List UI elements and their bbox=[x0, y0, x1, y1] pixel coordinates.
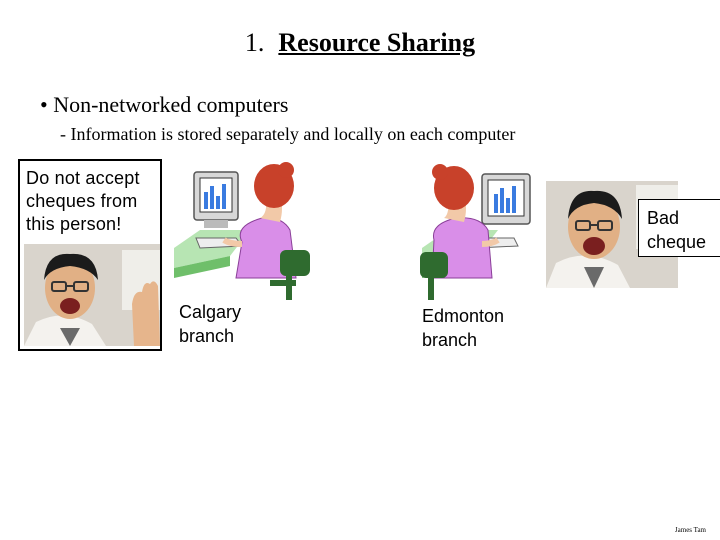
sub-bullet-information: - Information is stored separately and l… bbox=[60, 124, 516, 144]
bad-cheque-line: cheque bbox=[647, 232, 707, 252]
calgary-branch-label: Calgary branch bbox=[179, 300, 241, 348]
slide-title: 1. Resource Sharing bbox=[0, 28, 720, 58]
title-text: Resource Sharing bbox=[278, 28, 476, 57]
bad-cheque-line: Bad bbox=[647, 208, 680, 228]
calgary-line: Calgary bbox=[179, 302, 242, 322]
warning-text: Do not accept cheques from this person! bbox=[26, 167, 140, 236]
title-number: 1. bbox=[244, 28, 265, 57]
edmonton-line: Edmonton bbox=[422, 306, 505, 326]
warning-line: Do not accept bbox=[26, 168, 140, 188]
warning-line: this person! bbox=[26, 214, 122, 234]
bullet-non-networked: • Non-networked computers bbox=[40, 92, 289, 117]
edmonton-branch-label: Edmonton branch bbox=[422, 304, 504, 352]
worker-at-computer-illustration-calgary bbox=[174, 162, 310, 300]
edmonton-line: branch bbox=[422, 330, 478, 350]
warning-card: Do not accept cheques from this person! bbox=[18, 159, 162, 351]
man-waving-photo-left bbox=[24, 244, 160, 346]
man-waving-photo-right bbox=[546, 181, 678, 288]
calgary-line: branch bbox=[179, 326, 235, 346]
footer-author: James Tam bbox=[674, 526, 706, 534]
bad-cheque-label: Bad cheque bbox=[638, 199, 720, 257]
worker-at-computer-illustration-edmonton bbox=[420, 164, 531, 300]
warning-line: cheques from bbox=[26, 191, 138, 211]
